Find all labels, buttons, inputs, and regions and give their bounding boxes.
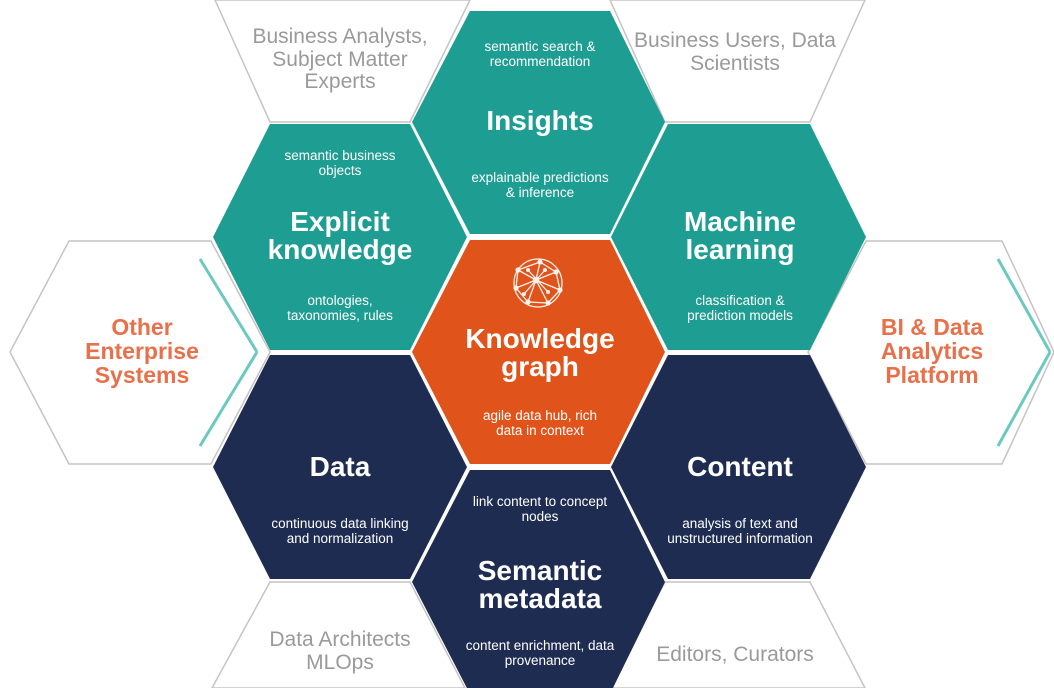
hex-explicit-knowledge [213, 124, 467, 350]
hex-outline-top-right [609, 0, 866, 123]
hex-outline-bottom-left [211, 581, 466, 688]
hex-outline-right [807, 240, 1054, 465]
hex-machine-learning [611, 124, 866, 350]
machine-learning-bottom-text: classification & prediction models [687, 292, 793, 323]
semantic-metadata-title: Semantic metadata [477, 555, 603, 614]
network-globe-icon [513, 258, 563, 308]
data-bottom-text: continuous data linking and normalizatio… [271, 515, 409, 546]
hex-semantic-metadata [412, 470, 665, 688]
explicit-knowledge-bottom-text: ontologies, taxonomies, rules [287, 292, 393, 323]
content-bottom-text: analysis of text and unstructured inform… [667, 515, 813, 546]
explicit-knowledge-top-text: semantic business objects [284, 147, 396, 178]
accent-line-right-lower [996, 351, 1052, 447]
side-label-left: Other Enterprise Systems [85, 313, 199, 389]
accent-line-right [996, 258, 1052, 353]
data-title: Data [309, 451, 371, 482]
hex-outline-left [9, 240, 271, 465]
hex-content [611, 355, 866, 579]
role-top-right: Business Users, Data Scientists [634, 29, 836, 75]
role-top-left: Business Analysts, Subject Matter Expert… [252, 24, 428, 94]
accent-line-left-lower [198, 351, 259, 447]
hex-data [213, 355, 467, 579]
hex-insights [412, 11, 665, 234]
hex-knowledge-graph [412, 240, 665, 464]
semantic-metadata-bottom-text: content enrichment, data provenance [465, 637, 615, 668]
explicit-knowledge-title: Explicit knowledge [267, 206, 413, 265]
insights-bottom-text: explainable predictions & inference [471, 169, 609, 200]
knowledge-graph-bottom-text: agile data hub, rich data in context [482, 407, 598, 438]
hex-outline-top-left [214, 0, 471, 123]
content-title: Content [687, 451, 793, 482]
accent-line-left [198, 258, 259, 353]
insights-title: Insights [486, 105, 594, 136]
knowledge-graph-title: Knowledge graph [465, 323, 615, 382]
side-label-right: BI & Data Analytics Platform [880, 313, 984, 389]
machine-learning-title: Machine learning [683, 206, 797, 265]
role-bottom-left: Data Architects MLOps [269, 628, 411, 674]
insights-top-text: semantic search & recommendation [484, 38, 596, 69]
role-bottom-right: Editors, Curators [656, 642, 814, 666]
semantic-metadata-top-text: link content to concept nodes [472, 493, 608, 524]
